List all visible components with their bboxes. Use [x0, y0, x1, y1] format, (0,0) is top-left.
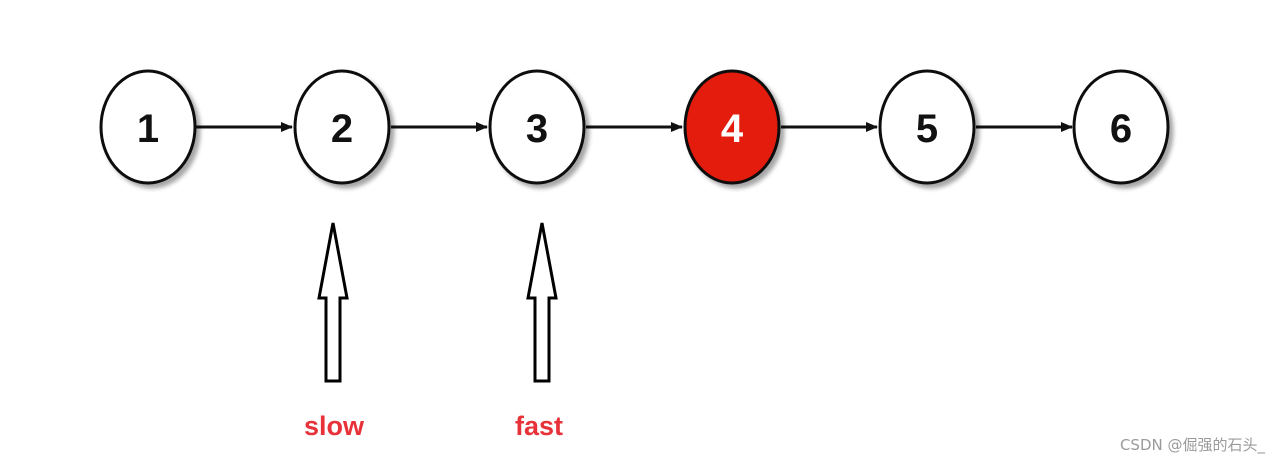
up-arrow-icon	[317, 222, 349, 383]
fast-label: fast	[515, 411, 563, 441]
watermark: CSDN @倔强的石头_	[1119, 436, 1265, 454]
node-6: 6	[1072, 69, 1170, 185]
node-label: 5	[916, 107, 938, 151]
node-5: 5	[878, 69, 976, 185]
node-label: 6	[1110, 107, 1132, 151]
node-circle	[488, 69, 586, 185]
node-2: 2	[293, 69, 391, 185]
up-arrow-icon	[526, 222, 558, 383]
node-circle	[683, 69, 781, 185]
fast-pointer: fast	[515, 222, 563, 441]
slow-label: slow	[304, 411, 365, 441]
node-1: 1	[99, 69, 197, 185]
node-circle	[878, 69, 976, 185]
node-circle	[293, 69, 391, 185]
node-label: 2	[331, 107, 353, 151]
node-circle	[99, 69, 197, 185]
node-circle	[1072, 69, 1170, 185]
node-label: 3	[526, 107, 548, 151]
node-4: 4	[683, 69, 781, 185]
node-3: 3	[488, 69, 586, 185]
node-label: 4	[721, 107, 744, 151]
slow-pointer: slow	[304, 222, 365, 441]
node-label: 1	[137, 107, 159, 151]
